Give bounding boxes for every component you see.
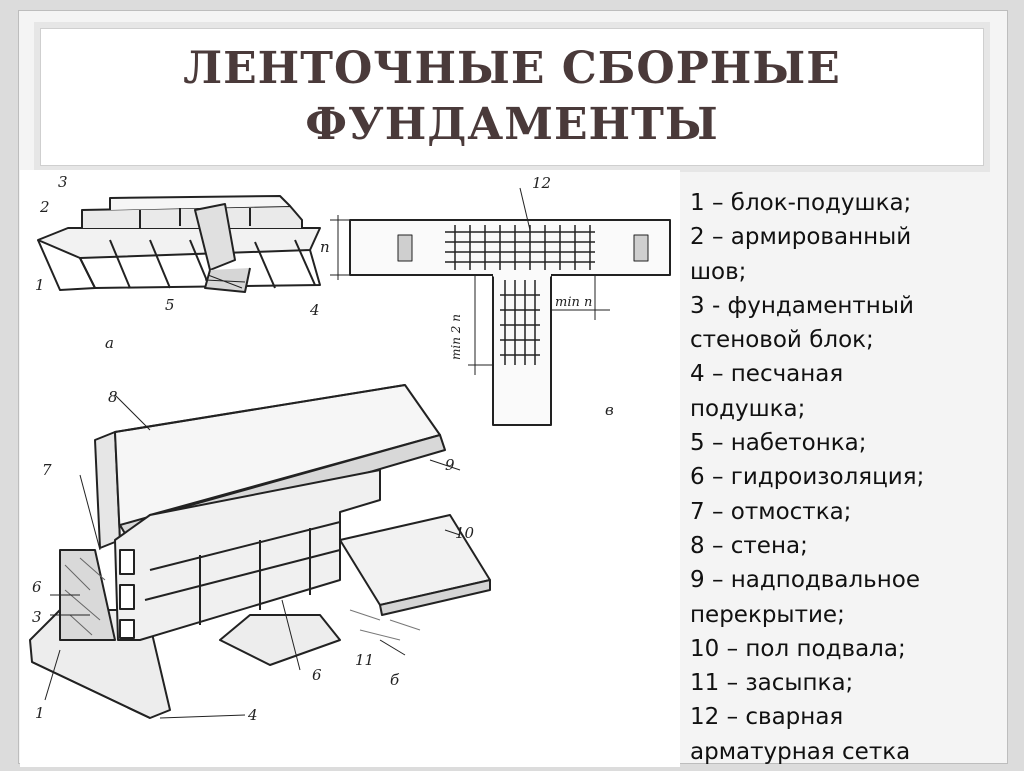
legend-line: 10 – пол подвала; bbox=[690, 635, 906, 662]
sub-label-v: в bbox=[605, 401, 614, 419]
dim-n: n bbox=[320, 238, 330, 256]
label-1-top: 1 bbox=[35, 276, 45, 294]
legend-line: 11 – засыпка; bbox=[690, 670, 854, 697]
legend-line: 2 – армированный bbox=[690, 224, 912, 251]
sub-label-a: а bbox=[105, 334, 114, 352]
legend-line: 7 – отмостка; bbox=[690, 498, 852, 525]
foundation-drawing: 3 2 1 5 4 а 12 n min 2 n min n в 8 9 7 1… bbox=[20, 170, 680, 767]
legend-line: стеновой блок; bbox=[690, 327, 874, 354]
label-6-left: 6 bbox=[32, 578, 42, 596]
slide-title-line-1: ЛЕНТОЧНЫЕ СБОРНЫЕ bbox=[183, 43, 841, 94]
fragment-a bbox=[37, 195, 321, 293]
legend-line: подушка; bbox=[690, 395, 806, 422]
legend-line: арматурная сетка bbox=[690, 738, 911, 765]
label-12: 12 bbox=[532, 174, 551, 192]
sub-label-b: б bbox=[390, 671, 400, 689]
label-5: 5 bbox=[165, 296, 175, 314]
label-3-left: 3 bbox=[32, 608, 42, 626]
legend-line: 8 – стена; bbox=[690, 532, 808, 559]
label-8: 8 bbox=[108, 388, 118, 406]
label-3-top: 3 bbox=[58, 173, 68, 191]
slide-title-line-2: ФУНДАМЕНТЫ bbox=[305, 99, 719, 150]
label-4-bottom: 4 bbox=[247, 706, 258, 724]
label-9: 9 bbox=[445, 456, 455, 474]
legend-list: 1 – блок-подушка; 2 – армированный шов; … bbox=[690, 186, 1010, 769]
label-2: 2 bbox=[39, 198, 50, 216]
legend-line: 12 – сварная bbox=[690, 704, 844, 731]
label-4-top: 4 bbox=[309, 301, 320, 319]
legend-line: 5 – набетонка; bbox=[690, 430, 867, 457]
dim-minn: min n bbox=[555, 295, 592, 310]
legend-line: 4 – песчаная bbox=[690, 361, 844, 388]
legend-line: 9 – надподвальное bbox=[690, 567, 920, 594]
legend-line: 1 – блок-подушка; bbox=[690, 190, 912, 216]
legend-line: 3 - фундаментный bbox=[690, 292, 914, 319]
legend-line: перекрытие; bbox=[690, 601, 845, 628]
dim-min2n: min 2 n bbox=[449, 314, 463, 360]
foundation-diagram-svg: 3 2 1 5 4 а 12 n min 2 n min n в 8 9 7 1… bbox=[29, 173, 671, 724]
fragment-v bbox=[330, 187, 671, 426]
label-10: 10 bbox=[455, 524, 475, 542]
title-box: ЛЕНТОЧНЫЕ СБОРНЫЕ ФУНДАМЕНТЫ bbox=[40, 28, 984, 166]
label-6-bottom: 6 bbox=[312, 666, 322, 684]
fragment-b bbox=[29, 384, 491, 719]
label-7: 7 bbox=[42, 461, 52, 479]
legend-line: 6 – гидроизоляция; bbox=[690, 464, 925, 491]
label-1-bottom: 1 bbox=[35, 704, 45, 722]
legend-line: шов; bbox=[690, 258, 747, 285]
label-11: 11 bbox=[355, 651, 374, 669]
